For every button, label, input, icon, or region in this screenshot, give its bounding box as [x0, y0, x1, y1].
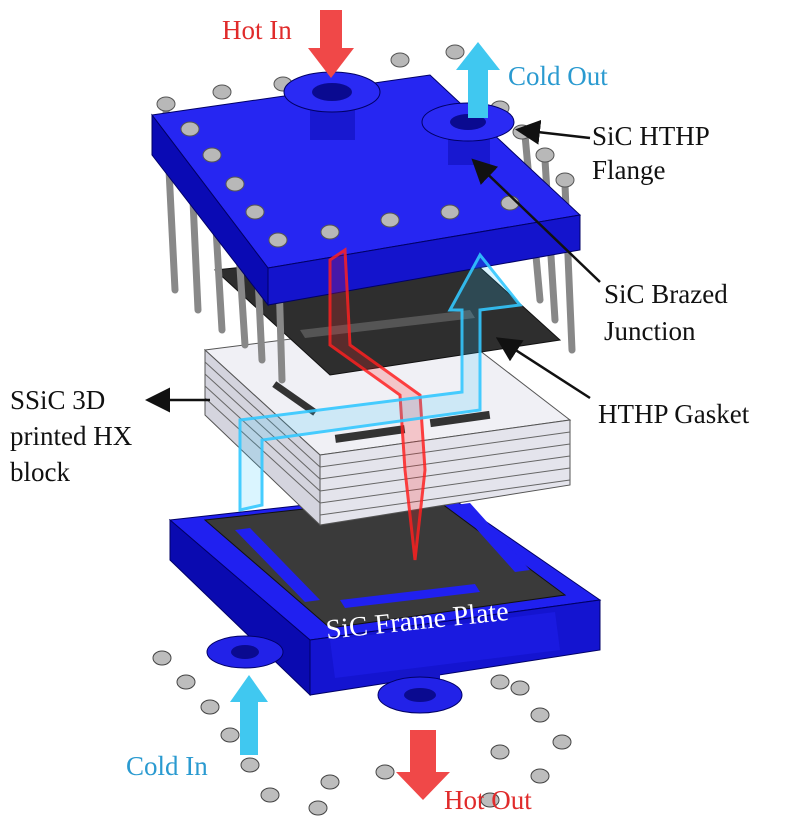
flange-label-line1: SiC HTHP — [592, 121, 710, 151]
hot-out-arrow — [396, 730, 450, 800]
flange-label-line2: Flange — [592, 155, 666, 185]
hot-in-arrow — [308, 10, 354, 78]
frame-plate — [168, 489, 602, 697]
hot-in-label: Hot In — [222, 15, 292, 45]
gasket-label: HTHP Gasket — [598, 399, 750, 429]
cold-flow-path — [238, 252, 523, 512]
bottom-center-port — [377, 670, 463, 714]
hx-label-line1: SSiC 3D — [10, 385, 106, 415]
cold-in-label: Cold In — [126, 751, 208, 781]
leader-lines — [145, 119, 601, 413]
brazed-label-line2: Junction — [604, 316, 696, 346]
brazed-label-line1: SiC Brazed — [604, 279, 728, 309]
hx-label-line2: printed HX — [10, 421, 133, 451]
bolt-heads — [156, 44, 575, 248]
cold-out-label: Cold Out — [508, 61, 608, 91]
hot-out-label: Hot Out — [444, 785, 532, 815]
loose-nuts — [152, 650, 572, 816]
cold-outlet-port — [421, 102, 515, 165]
cold-out-arrow — [456, 42, 500, 118]
hot-flow-path — [328, 247, 427, 561]
bottom-left-port — [206, 635, 284, 669]
hx-label-line3: block — [10, 457, 70, 487]
cold-in-arrow — [230, 675, 268, 755]
